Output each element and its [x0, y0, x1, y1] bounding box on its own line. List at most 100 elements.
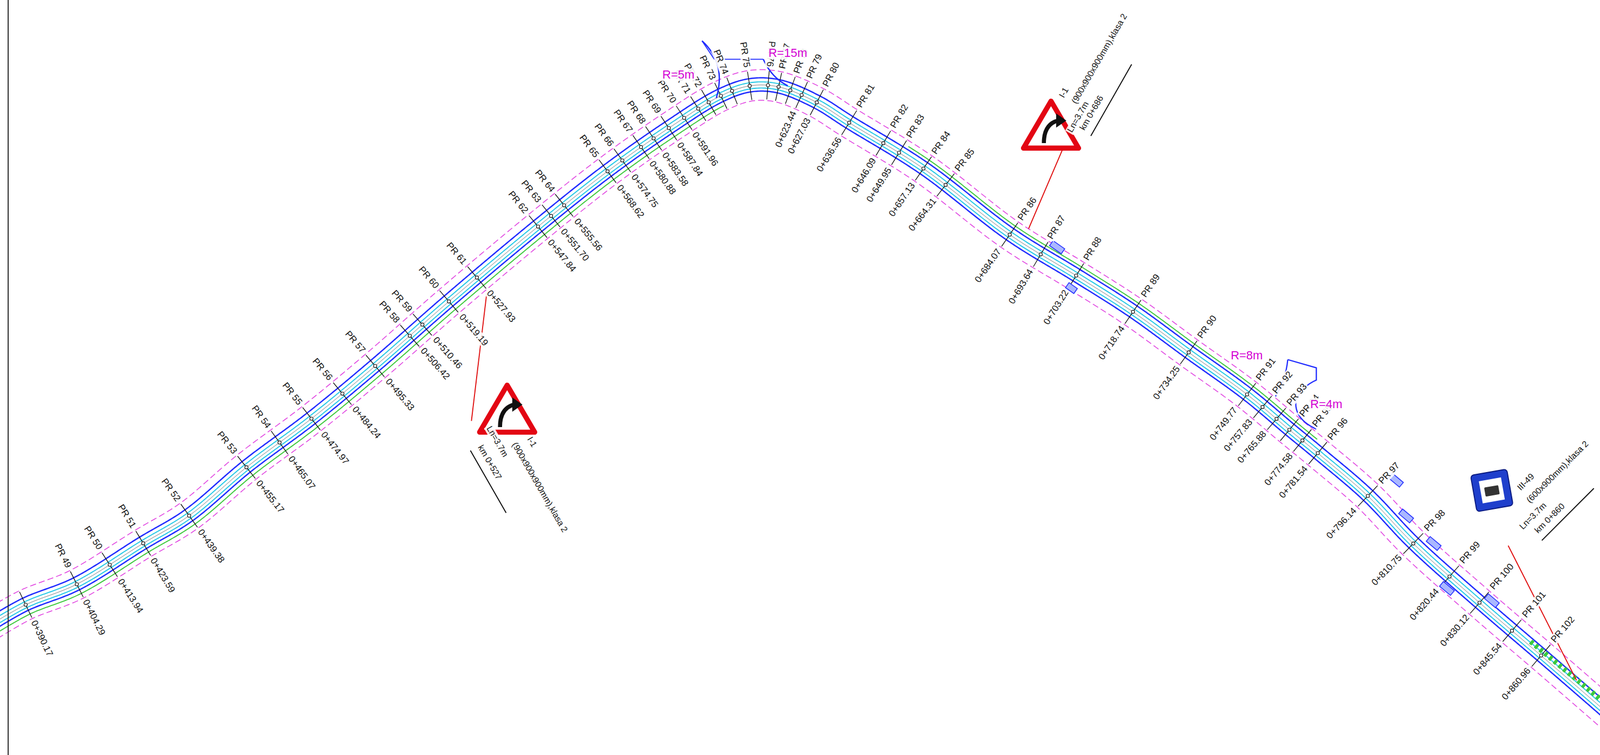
profile-point [420, 322, 425, 327]
profile-point [1539, 653, 1543, 658]
profile-point [447, 299, 451, 303]
profile-tick [180, 503, 198, 528]
profile-point [815, 100, 819, 104]
road-edge-line [0, 90, 1600, 721]
profile-point [800, 93, 804, 97]
profile-label: PR 80 [820, 60, 842, 90]
profile-label: PR 54 [249, 402, 274, 431]
profile-tick [366, 354, 385, 377]
profile-tick [1124, 300, 1142, 324]
profile-point [881, 141, 886, 145]
profile-label: PR 52 [158, 475, 183, 504]
profile-point [1288, 427, 1292, 432]
profile-label: PR 50 [81, 523, 105, 553]
chainage-label: 0+718.74 [1096, 322, 1128, 362]
profile-tick [726, 77, 738, 104]
profile-label: PR 92 [1270, 368, 1296, 397]
profile-tick [613, 148, 631, 173]
profile-tick [785, 76, 796, 104]
sign-label: (900x900x900mm),klasa 2 [1069, 11, 1130, 107]
profile-point [696, 106, 700, 110]
profile-point [549, 213, 553, 218]
profile-point [1411, 541, 1415, 545]
profile-label: PR 82 [888, 101, 912, 131]
profile-label: PR 96 [1325, 414, 1351, 443]
profile-label: PR 99 [1457, 538, 1484, 567]
profile-point [1510, 628, 1514, 633]
profile-tick [1502, 619, 1521, 642]
profile-point [748, 83, 752, 88]
profile-label: PR 83 [903, 111, 927, 141]
profile-tick [1238, 382, 1256, 406]
profile-point [1131, 309, 1135, 314]
road-edge-line [0, 100, 1600, 728]
profile-label: PR 86 [1015, 194, 1040, 223]
profile-label: PR 88 [1081, 234, 1104, 264]
chainage-label: 0+527.93 [484, 287, 518, 325]
profile-tick [333, 382, 352, 405]
profile-tick [101, 552, 118, 577]
profile-point [776, 85, 780, 89]
chainage-label: 0+830.12 [1437, 612, 1472, 650]
leader-line [471, 293, 487, 421]
profile-label: PR 65 [576, 132, 602, 161]
profile-tick [1470, 591, 1489, 614]
profile-point [1245, 392, 1249, 396]
chainage-label: 0+455.17 [253, 477, 287, 516]
profile-tick [701, 89, 716, 115]
sign-panel [1478, 477, 1505, 504]
profile-label: PR 84 [929, 128, 954, 157]
profile-tick [412, 313, 432, 336]
road-axis [0, 85, 1600, 718]
profile-label: PR 53 [214, 428, 240, 457]
sign-arrow [1043, 120, 1058, 143]
profile-tick [795, 81, 808, 108]
profile-tick [439, 290, 459, 312]
chainage-label: 0+734.25 [1150, 363, 1183, 403]
profile-point [1275, 417, 1279, 421]
profile-point [562, 203, 567, 207]
green-strip [1530, 641, 1600, 699]
profile-point [1260, 405, 1265, 409]
chainage-label: 0+657.13 [886, 179, 918, 219]
chainage-label: 0+860.96 [1499, 664, 1534, 702]
profile-tick [542, 204, 561, 227]
info-sign [1470, 468, 1514, 512]
road-edge-line [908, 146, 1318, 439]
profile-tick [599, 159, 617, 183]
profile-label: PR 55 [280, 379, 305, 408]
sign-label: (600x900mm),klasa 2 [1524, 438, 1591, 505]
profile-tick [70, 570, 84, 597]
sign-triangle [479, 385, 535, 433]
radius-label: R=15m [767, 46, 809, 60]
profile-label: PR 102 [1548, 613, 1578, 646]
profile-tick [1001, 222, 1018, 246]
profile-point [309, 416, 314, 420]
profile-label: PR 81 [854, 81, 877, 111]
chainage-label: 0+404.29 [80, 596, 108, 638]
profile-point [536, 224, 540, 229]
chainage-label: 0+664.31 [906, 195, 939, 234]
profile-tick [747, 71, 752, 100]
profile-label: PR 87 [1045, 212, 1069, 242]
paving-mark [1439, 581, 1455, 596]
profile-label: PR 89 [1138, 271, 1163, 300]
profile-tick [690, 96, 706, 121]
chainage-label: 0+423.59 [147, 555, 178, 596]
radius-label: R=5m [661, 68, 696, 81]
chainage-label: 0+495.33 [382, 375, 417, 414]
profile-point [706, 100, 711, 104]
profile-point [730, 89, 734, 93]
chainage-label: 0+684.07 [972, 245, 1005, 285]
profile-tick [1180, 340, 1198, 364]
paving-mark [1398, 508, 1414, 523]
profile-tick [1033, 242, 1049, 267]
road-edge-line [0, 77, 1600, 712]
profile-tick [937, 173, 955, 197]
chainage-label: 0+820.44 [1407, 585, 1442, 623]
profile-tick [135, 530, 151, 556]
profile-tick [19, 591, 32, 618]
profile-tick [529, 215, 548, 238]
profile-point [667, 126, 671, 130]
profile-tick [1293, 428, 1312, 452]
